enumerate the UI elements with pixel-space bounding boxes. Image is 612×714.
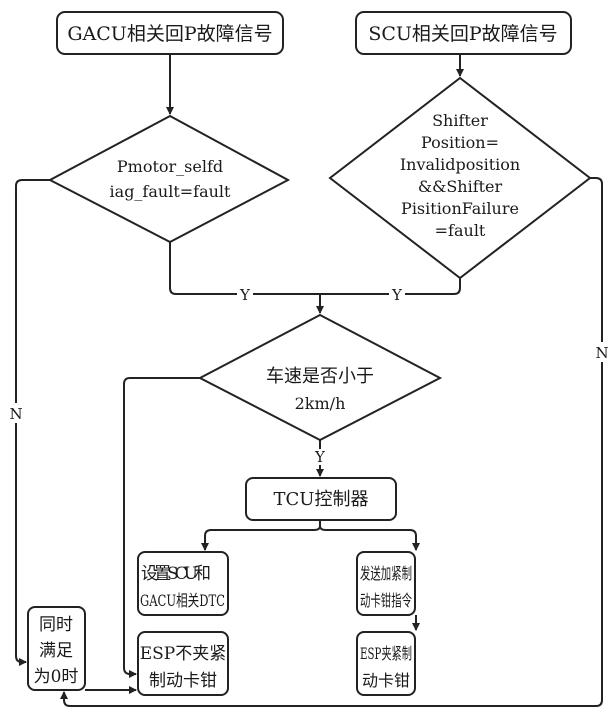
scu-condition-line-4: &&Shifter [418, 177, 503, 196]
scu-condition-line-1: Shifter [432, 111, 488, 130]
set-dtc-line-1: 设置SCU和 [141, 564, 211, 584]
label-scu-yes: Y [391, 286, 403, 304]
scu-condition-line-2: Position= [421, 133, 499, 152]
speed-check-line-1: 车速是否小于 [266, 366, 374, 387]
both-zero-line-3: 为0时 [34, 667, 79, 687]
edge-scu-yes-a [405, 278, 461, 295]
node-speed-check: 车速是否小于 2km/h [197, 313, 443, 442]
edge-scu-no-a [590, 177, 603, 342]
scu-condition-line-6: =fault [435, 221, 486, 240]
node-tcu-text: TCU控制器 [274, 489, 369, 510]
edge-gacu-yes-a [169, 242, 237, 295]
node-scu-signal-text: SCU相关回P故障信号 [368, 23, 557, 45]
label-scu-no: N [595, 344, 608, 362]
send-clamp-line-2: 动卡钳指令 [360, 591, 412, 610]
scu-condition-line-5: PisitionFailure [401, 199, 519, 218]
node-gacu-signal-text: GACU相关回P故障信号 [67, 23, 272, 45]
edge-tcu-to-set-dtc [201, 520, 321, 551]
node-scu-signal: SCU相关回P故障信号 [355, 11, 572, 55]
label-speed-yes: Y [314, 448, 326, 466]
node-set-dtc: 设置SCU和 GACU相关DTC [137, 551, 229, 616]
gacu-condition-line-1: Pmotor_selfd [117, 157, 223, 176]
label-gacu-yes: Y [239, 286, 251, 304]
edge-speed-no-to-esp-no-clamp [123, 377, 200, 678]
node-both-zero: 同时 满足 为0时 [27, 606, 86, 691]
esp-no-clamp-line-1: ESP不夹紧 [140, 644, 227, 664]
connectors [15, 54, 603, 707]
label-gacu-no: N [9, 405, 22, 423]
node-tcu: TCU控制器 [245, 477, 397, 521]
node-send-clamp: 发送加紧制 动卡钳指令 [356, 551, 416, 616]
esp-clamp-line-2: 动卡钳 [362, 671, 410, 690]
edge-gacu-no-b [15, 423, 27, 666]
node-gacu-condition: Pmotor_selfd iag_fault=fault [47, 114, 291, 244]
scu-condition-line-3: Invalidposition [400, 155, 520, 174]
edge-gacu-no-a [15, 179, 50, 403]
both-zero-line-2: 满足 [39, 641, 73, 661]
node-esp-clamp: ESP夹紧制 动卡钳 [356, 631, 416, 696]
edge-scu-no-b [60, 362, 603, 707]
both-zero-line-1: 同时 [39, 615, 73, 635]
gacu-condition-line-2: iag_fault=fault [110, 182, 232, 201]
esp-clamp-line-1: ESP夹紧制 [360, 644, 412, 663]
speed-check-line-2: 2km/h [295, 394, 346, 413]
node-scu-condition: Shifter Position= Invalidposition &&Shif… [328, 76, 592, 280]
node-gacu-signal: GACU相关回P故障信号 [56, 11, 284, 55]
send-clamp-line-1: 发送加紧制 [360, 564, 412, 583]
set-dtc-line-2: GACU相关DTC [140, 591, 225, 610]
node-esp-no-clamp: ESP不夹紧 制动卡钳 [137, 631, 229, 696]
edge-tcu-to-send-clamp [319, 520, 420, 551]
esp-no-clamp-line-2: 制动卡钳 [149, 671, 217, 691]
